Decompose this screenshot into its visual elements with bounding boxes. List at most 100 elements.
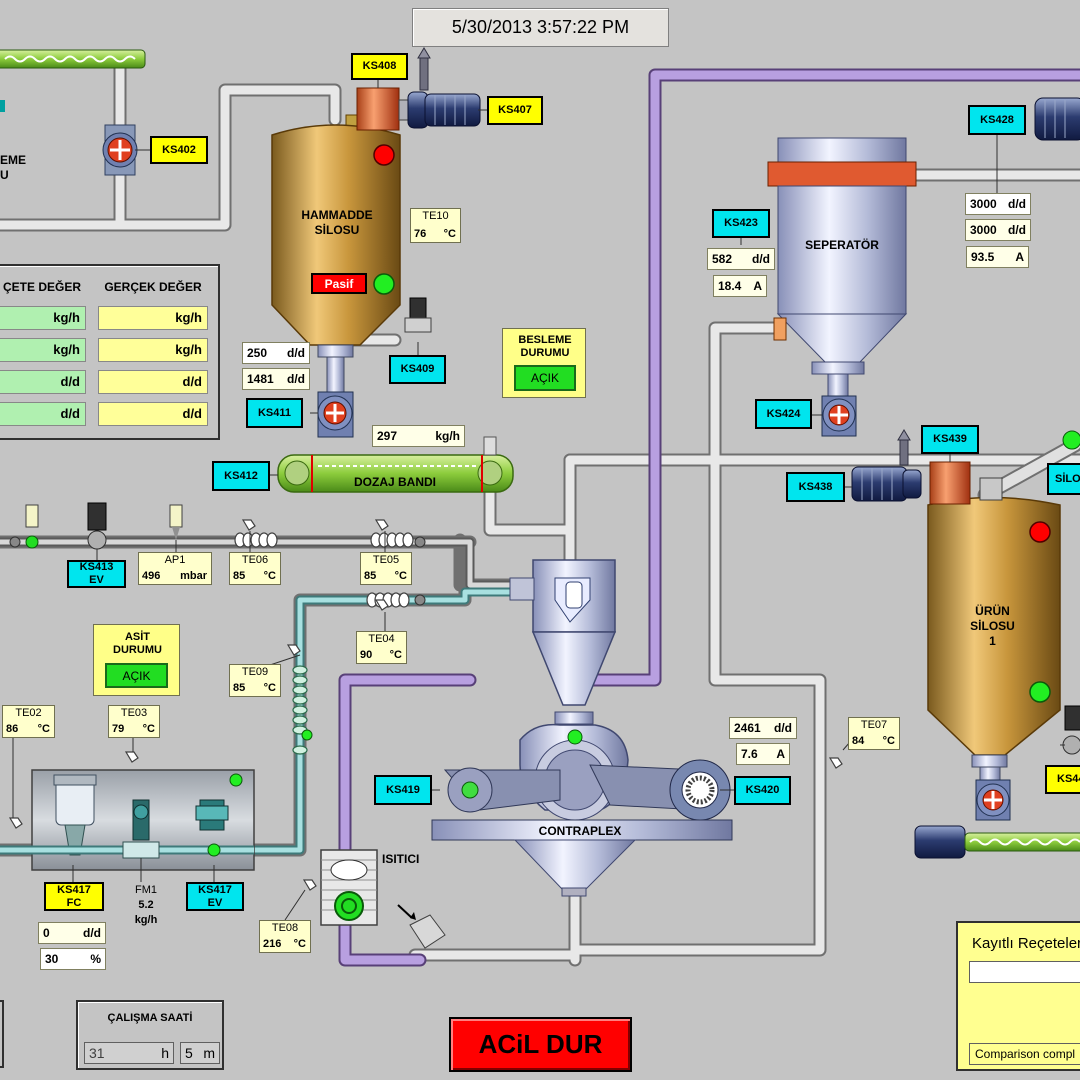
real-value-row-2: kg/h bbox=[98, 338, 208, 362]
set-value-row-2[interactable]: kg/h bbox=[0, 338, 86, 362]
asit-acik-button[interactable]: AÇIK bbox=[105, 663, 168, 688]
set-value-row-1[interactable]: kg/h bbox=[0, 306, 86, 330]
saved-recipes-panel: Kayıtlı Reçeteler Comparison compl bbox=[956, 921, 1080, 1071]
ks417-percent-input[interactable]: 30% bbox=[40, 948, 106, 970]
left-pressure-sensor bbox=[25, 504, 39, 528]
emergency-stop-button[interactable]: ACiL DUR bbox=[449, 1017, 632, 1072]
ks428-tag[interactable]: KS428 bbox=[968, 105, 1026, 135]
te04-probe-icon bbox=[374, 599, 389, 611]
ks408-tag[interactable]: KS408 bbox=[351, 53, 408, 80]
ap-status-lamp bbox=[25, 535, 39, 549]
set-value-row-3[interactable]: d/d bbox=[0, 370, 86, 394]
ks411-rotary-valve bbox=[317, 391, 354, 438]
set-value-row-4[interactable]: d/d bbox=[0, 402, 86, 426]
heater-isitici bbox=[320, 849, 378, 926]
ks409-tag[interactable]: KS409 bbox=[389, 355, 446, 384]
te07-probe-icon bbox=[828, 757, 843, 769]
ap1-pressure-sensor bbox=[169, 504, 183, 540]
te03-probe-icon bbox=[124, 751, 139, 763]
operating-hours-title: ÇALIŞMA SAATİ bbox=[107, 1012, 193, 1024]
ks402-tag[interactable]: KS402 bbox=[150, 136, 208, 164]
dozaj-band-conveyor bbox=[277, 436, 514, 493]
ks420-tag[interactable]: KS420 bbox=[734, 776, 791, 805]
ks407-motor bbox=[407, 91, 481, 129]
operating-hours-value: 31 h bbox=[84, 1042, 174, 1064]
te09-probe-icon bbox=[286, 644, 301, 656]
ks411-tag[interactable]: KS411 bbox=[246, 398, 303, 428]
ks438-motor bbox=[851, 466, 922, 502]
ks408-filter-head bbox=[356, 47, 431, 131]
te05-probe-icon bbox=[374, 519, 389, 531]
ks438-tag[interactable]: KS438 bbox=[786, 472, 845, 502]
ks407-tag[interactable]: KS407 bbox=[487, 96, 543, 125]
hammadde-alarm-lamp bbox=[373, 144, 395, 166]
ks428-motor bbox=[1034, 97, 1080, 141]
product-screw-conveyor bbox=[914, 825, 1080, 859]
hammadde-status-lamp bbox=[373, 273, 395, 295]
silo-cut-tag[interactable]: SİLO bbox=[1047, 463, 1080, 495]
te02-probe-icon bbox=[8, 817, 23, 829]
urun-status-lamp bbox=[1029, 681, 1051, 703]
real-value-row-1: kg/h bbox=[98, 306, 208, 330]
recipe-select-input[interactable] bbox=[969, 961, 1080, 983]
feed-inlet-nozzle bbox=[397, 904, 446, 949]
operating-hours-panel: ÇALIŞMA SAATİ 31 h 5 m bbox=[76, 1000, 224, 1070]
ks419-tag[interactable]: KS419 bbox=[374, 775, 432, 805]
set-value-header: ÇETE DEĞER bbox=[2, 280, 81, 294]
contraplex-mill bbox=[431, 711, 733, 897]
heater-label: ISITICI bbox=[382, 852, 420, 866]
ks424-tag[interactable]: KS424 bbox=[755, 399, 812, 429]
real-value-header: GERÇEK DEĞER bbox=[104, 280, 202, 294]
ks412-tag[interactable]: KS412 bbox=[212, 461, 270, 491]
real-value-row-4: d/d bbox=[98, 402, 208, 426]
comparison-status: Comparison compl bbox=[969, 1043, 1080, 1065]
saved-recipes-title: Kayıtlı Reçeteler bbox=[972, 935, 1080, 952]
hammadde-status-button[interactable]: Pasif bbox=[311, 273, 367, 294]
ks423-tag[interactable]: KS423 bbox=[712, 209, 770, 238]
ks44x-tag[interactable]: KS44 bbox=[1045, 765, 1080, 794]
separator-vessel bbox=[767, 137, 917, 397]
silo-transfer-lamp bbox=[1062, 430, 1080, 450]
besleme-acik-button[interactable]: AÇIK bbox=[514, 365, 576, 391]
te06-probe-icon bbox=[241, 519, 256, 531]
operating-minutes-value: 5 m bbox=[180, 1042, 220, 1064]
ks439-tag[interactable]: KS439 bbox=[921, 425, 979, 454]
acid-dosing-cabinet bbox=[0, 769, 255, 871]
contraplex-label: CONTRAPLEX bbox=[538, 824, 622, 838]
te08-probe-icon bbox=[302, 879, 317, 891]
left-edge-panel bbox=[0, 1000, 4, 1068]
real-value-row-3: d/d bbox=[98, 370, 208, 394]
